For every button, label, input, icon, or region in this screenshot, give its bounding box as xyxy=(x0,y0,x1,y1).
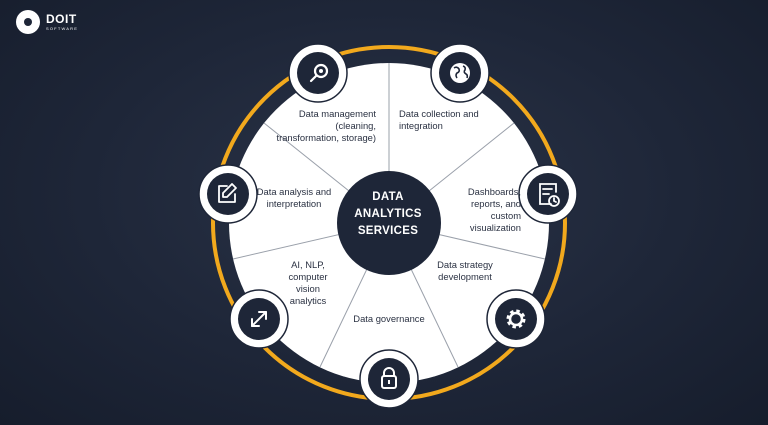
center-title-line-1: DATA xyxy=(372,191,404,203)
gear-icon xyxy=(506,309,526,329)
search-magnifier-icon xyxy=(309,63,329,83)
segment-label-data-management: Data management (cleaning, transformatio… xyxy=(276,108,376,143)
logo-text: DOIT SOFTWARE xyxy=(46,13,78,31)
report-clock-icon xyxy=(539,183,560,207)
globe-network-icon xyxy=(450,63,470,83)
logo-mark-icon xyxy=(16,10,40,34)
segment-badge-data-strategy xyxy=(486,289,546,349)
segment-label-data-strategy: Data strategy development xyxy=(437,259,493,282)
segment-badge-data-analysis xyxy=(198,164,258,224)
segment-badge-data-governance xyxy=(359,349,419,409)
expand-arrows-icon xyxy=(251,311,267,327)
segment-label-data-collection: Data collection and integration xyxy=(399,108,479,131)
center-title-line-3: SERVICES xyxy=(357,225,419,237)
segment-label-data-governance: Data governance xyxy=(353,313,425,324)
center-title: DATA ANALYTICS SERVICES xyxy=(338,189,438,240)
segment-badge-data-collection xyxy=(430,43,490,103)
center-title-line-2: ANALYTICS xyxy=(354,208,422,220)
segment-badge-data-management xyxy=(288,43,348,103)
edit-pen-icon xyxy=(218,183,237,203)
segment-badge-ai-nlp xyxy=(229,289,289,349)
segment-badge-dashboards xyxy=(518,164,578,224)
logo-subtitle: SOFTWARE xyxy=(46,26,79,31)
logo-name: DOIT xyxy=(46,12,77,26)
segment-label-data-analysis: Data analysis and interpretation xyxy=(256,186,332,209)
lock-icon xyxy=(381,367,397,389)
center-hub xyxy=(337,171,441,275)
brand-logo: DOIT SOFTWARE xyxy=(16,10,78,34)
segment-label-ai-nlp: AI, NLP, computer vision analytics xyxy=(288,259,328,306)
segment-label-dashboards: Dashboards, reports, and custom visualiz… xyxy=(467,186,521,233)
